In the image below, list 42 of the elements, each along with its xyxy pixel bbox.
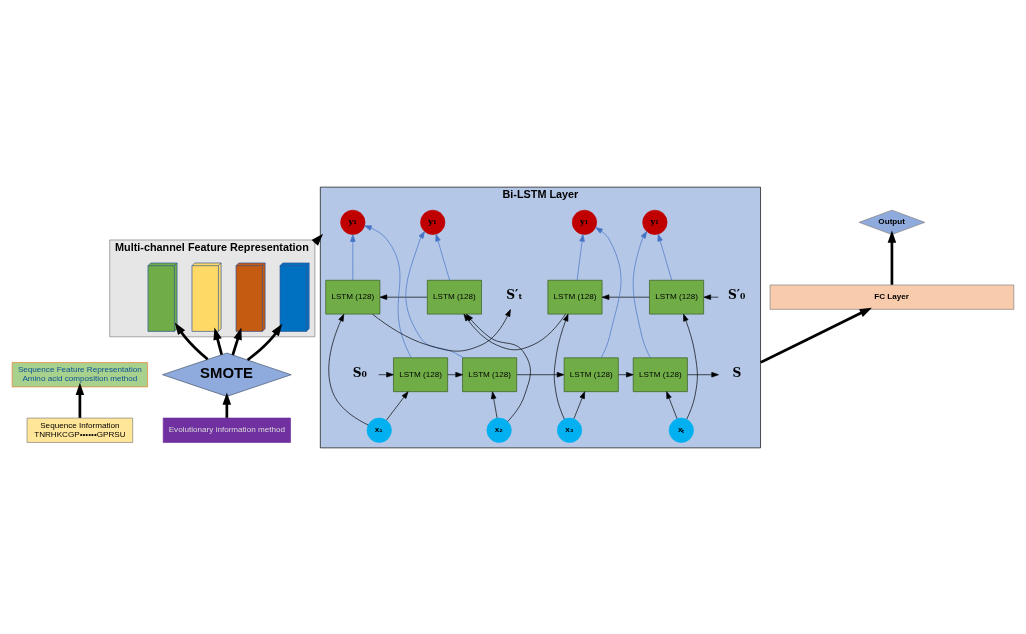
arrow xyxy=(618,371,634,377)
arrow xyxy=(466,313,531,422)
arrow xyxy=(657,233,673,281)
arrow xyxy=(601,293,650,300)
node-text: S₀ xyxy=(352,365,367,380)
arrow xyxy=(435,233,450,281)
arrow xyxy=(463,313,566,350)
arrow xyxy=(666,390,678,419)
arrow xyxy=(576,233,585,281)
node-circle: y₁ xyxy=(642,209,668,235)
arrow xyxy=(553,313,569,419)
node-circle: y₁ xyxy=(340,209,366,235)
arrow xyxy=(516,371,565,377)
node-circle: y₁ xyxy=(420,209,446,235)
arrow xyxy=(683,313,698,419)
arrow xyxy=(364,224,412,358)
arrow xyxy=(687,371,719,377)
arrow xyxy=(759,307,872,364)
arrow xyxy=(386,390,409,420)
arrow xyxy=(350,233,356,281)
arrow xyxy=(379,293,428,300)
arrow xyxy=(328,313,369,425)
arrow xyxy=(447,371,463,377)
arrow xyxy=(378,371,394,377)
arrow xyxy=(491,391,498,418)
node-diamond: SMOTE xyxy=(162,352,292,397)
arrow xyxy=(231,327,242,355)
node-text: S′ₜ xyxy=(506,287,523,302)
arrow xyxy=(595,226,622,358)
node-text: S′₀ xyxy=(728,287,746,302)
node-circle: y₁ xyxy=(571,209,597,235)
arrow xyxy=(75,382,85,418)
arrow xyxy=(632,230,651,358)
arrow xyxy=(405,230,464,358)
arrow xyxy=(372,308,511,351)
arrow xyxy=(573,390,586,419)
arrow xyxy=(703,293,719,300)
arrow xyxy=(246,323,283,361)
arrow xyxy=(213,327,223,355)
arrow xyxy=(174,321,209,360)
arrow xyxy=(887,229,897,285)
node-text: S xyxy=(732,365,742,380)
